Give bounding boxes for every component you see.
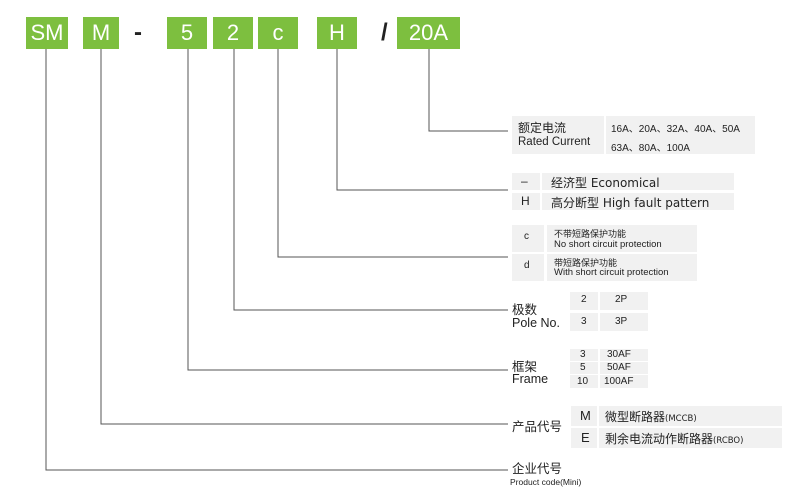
protection-key-cell-2 [512, 254, 544, 281]
frame-value-cell-2 [600, 362, 648, 374]
poles-key-2: 3 [581, 316, 587, 327]
connector-poles [233, 49, 508, 311]
rated-current-values-2: 63A、80A、100A [611, 143, 690, 154]
frame-value-cell-1 [600, 349, 648, 361]
product-code-label: 产品代号 [512, 419, 563, 434]
breaking-key-1: – [521, 174, 528, 188]
protection-cn-1: 不带短路保护功能 [554, 230, 627, 240]
rated-current-label-cell [512, 116, 604, 154]
protection-cn-2: 带短路保护功能 [554, 259, 618, 269]
poles-value-2: 3P [615, 316, 628, 327]
product-text-1-abbr: (MCCB) [665, 414, 697, 424]
connector-breaking [336, 49, 508, 191]
product-text-cell-2 [599, 428, 782, 448]
frame-label-en: Frame [512, 372, 549, 386]
breaking-key-cell-2 [512, 193, 540, 210]
protection-text-cell-2 [547, 254, 697, 281]
product-text-2-main: 剩余电流动作断路器 [605, 432, 714, 446]
frame-value-3: 100AF [604, 376, 634, 387]
company-code-label-en: Product code(Mini) [510, 477, 582, 487]
frame-key-cell-1 [570, 349, 598, 361]
poles-value-cell-2 [600, 313, 648, 331]
code-segment-poles: 2 [213, 17, 253, 49]
code-dash: - [134, 19, 142, 46]
frame-value-1: 30AF [607, 349, 631, 360]
code-segment-current: 20A [397, 17, 460, 49]
product-text-cell-1 [599, 406, 782, 426]
code-segment-breaking: H [317, 17, 357, 49]
product-text-1-main: 微型断路器 [605, 410, 666, 424]
rated-current-values-1: 16A、20A、32A、40A、50A [611, 124, 740, 135]
product-text-2-abbr: (RCBO) [713, 436, 744, 446]
breaking-key-2: H [521, 194, 530, 208]
product-key-2: E [581, 430, 590, 445]
code-segment-sm: SM [26, 17, 68, 49]
rated-current-label-en: Rated Current [518, 136, 591, 148]
frame-key-3: 10 [577, 376, 589, 387]
poles-value-cell-1 [600, 292, 648, 310]
product-text-2: 剩余电流动作断路器(RCBO) [605, 430, 743, 447]
company-code-label-cn: 企业代号 [512, 461, 563, 476]
poles-key-1: 2 [581, 294, 587, 305]
breaking-text-cell-1 [542, 173, 734, 190]
protection-text-cell-1 [547, 225, 697, 252]
protection-key-1: c [524, 231, 529, 242]
product-key-cell-2 [571, 428, 597, 448]
breaking-text-1: 经济型 Economical [551, 176, 660, 190]
frame-key-1: 3 [580, 349, 586, 360]
frame-key-cell-2 [570, 362, 598, 374]
poles-label-cn: 极数 [512, 302, 538, 317]
code-segment-protection: c [258, 17, 298, 49]
rated-current-label-cn: 额定电流 [518, 121, 567, 135]
protection-key-cell-1 [512, 225, 544, 252]
frame-value-2: 50AF [607, 362, 631, 373]
breaking-text-2: 高分断型 High fault pattern [551, 196, 710, 210]
protection-en-1: No short circuit protection [554, 239, 662, 250]
breaking-text-cell-2 [542, 193, 734, 210]
connector-current [428, 49, 508, 132]
connector-product [100, 49, 508, 425]
connector-frame [187, 49, 508, 371]
product-text-1: 微型断路器(MCCB) [605, 408, 697, 425]
rated-current-values-cell [606, 116, 755, 154]
poles-value-1: 2P [615, 294, 628, 305]
connector-company [45, 49, 508, 471]
code-segment-frame: 5 [167, 17, 207, 49]
code-slash: / [381, 19, 388, 46]
connector-protection [277, 49, 508, 258]
frame-key-cell-3 [570, 375, 598, 388]
product-key-1: M [580, 408, 591, 423]
poles-key-cell-1 [570, 292, 598, 310]
product-key-cell-1 [571, 406, 597, 426]
protection-en-2: With short circuit protection [554, 267, 669, 278]
protection-key-2: d [524, 260, 530, 271]
poles-label-en: Pole No. [512, 316, 560, 330]
breaking-key-cell-1 [512, 173, 540, 190]
frame-value-cell-3 [600, 375, 648, 388]
poles-key-cell-2 [570, 313, 598, 331]
code-segment-product: M [83, 17, 119, 49]
frame-label-cn: 框架 [512, 359, 538, 374]
frame-key-2: 5 [580, 362, 586, 373]
